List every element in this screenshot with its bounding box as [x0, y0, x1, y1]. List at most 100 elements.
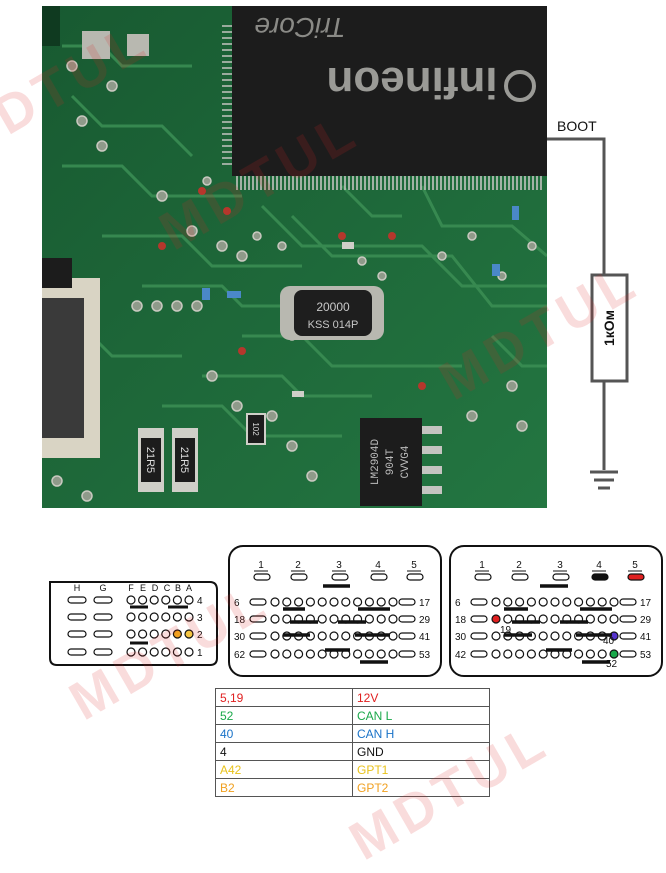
- right-pin: [619, 598, 637, 606]
- small-pin: [161, 612, 171, 622]
- small-pin: [172, 595, 182, 605]
- connector-pin: [305, 649, 315, 659]
- chip-brand-text: infineon: [326, 58, 497, 107]
- connector-pin: [388, 614, 398, 624]
- small-pin-long: [67, 613, 87, 621]
- pin-signal-cell: CAN H: [352, 724, 490, 743]
- left-pin-label: 18: [234, 615, 246, 626]
- connector-pin: [341, 597, 351, 607]
- left-pin: [470, 650, 488, 658]
- crystal-oscillator: 20000 KSS 014P: [280, 286, 384, 340]
- connector-pin: [609, 614, 619, 624]
- small-pin: [184, 595, 194, 605]
- resistor-label: 1кОм: [601, 310, 617, 346]
- top-pin-label: 1: [479, 560, 485, 571]
- top-pin: [253, 573, 271, 581]
- top-pin: [627, 573, 645, 581]
- top-pin: [511, 573, 529, 581]
- small-pin: [138, 595, 148, 605]
- left-pin-label: 30: [455, 632, 467, 643]
- small-pin: [184, 612, 194, 622]
- top-pin: [591, 573, 609, 581]
- smd-caps: [202, 206, 519, 397]
- connector-pin: [573, 597, 584, 607]
- small-col-label: A: [186, 583, 192, 593]
- small-pin: [161, 629, 171, 639]
- small-row-label: 1: [197, 648, 203, 659]
- small-col-label: D: [152, 583, 159, 593]
- smd-resistor-2: 21R5: [172, 428, 198, 492]
- connector-pin: [550, 631, 560, 641]
- right-pin-label: 41: [419, 632, 431, 643]
- resistor-symbol: [590, 273, 629, 383]
- right-pin: [398, 615, 416, 623]
- pin-number-cell: A42: [215, 760, 353, 779]
- top-pin: [290, 573, 308, 581]
- small-pin: [126, 647, 136, 657]
- pcb-photo: infineon TriCore 20000 KSS 014P LM2904D …: [42, 6, 547, 508]
- small-row-label: 3: [197, 613, 203, 624]
- connector-pin: [514, 649, 525, 659]
- right-pin-label: 17: [640, 598, 652, 609]
- connector-pin: [538, 614, 548, 624]
- top-pin-label: 4: [375, 560, 381, 571]
- right-pin-label: 53: [419, 650, 431, 661]
- right-pin: [398, 598, 416, 606]
- top-pin-label: 5: [411, 560, 417, 571]
- connector-pin: [597, 597, 607, 607]
- small-pin-long: [67, 648, 87, 656]
- pin-signal-cell: GPT1: [352, 760, 490, 779]
- left-pin: [470, 632, 488, 640]
- connector-pin: [388, 597, 398, 607]
- connector-pin: [376, 614, 386, 624]
- left-pin: [470, 615, 488, 623]
- marker-label-40: 40: [603, 636, 615, 647]
- connector-pin: [317, 614, 327, 624]
- top-pin: [331, 573, 349, 581]
- left-pin-label: 6: [455, 598, 461, 609]
- pin-number-cell: B2: [215, 778, 353, 797]
- boot-wiring: BOOT 1кОм: [547, 118, 629, 490]
- left-pin-label: 18: [455, 615, 467, 626]
- pcb-vias: [51, 60, 537, 502]
- connector-pin: [491, 631, 501, 641]
- pin-signal-cell: GND: [352, 742, 490, 761]
- top-pin-label: 3: [336, 560, 342, 571]
- connector-pin: [562, 631, 572, 641]
- small-pin: [184, 629, 194, 639]
- small-pin: [161, 595, 171, 605]
- small-pin: [149, 595, 159, 605]
- connector-pin: [538, 649, 548, 659]
- pin-signal-cell: 12V: [352, 688, 490, 707]
- left-pin-label: 42: [455, 650, 467, 661]
- connector-pin: [364, 597, 374, 607]
- pcb-edge: [42, 6, 60, 46]
- pin-signal-cell: GPT2: [352, 778, 490, 797]
- small-pin-long: [67, 630, 87, 638]
- ic-text-line2: 904T: [385, 448, 397, 475]
- marker-label-19: 19: [500, 625, 512, 636]
- connector-pin: [550, 614, 560, 624]
- connector-pin: [364, 614, 374, 624]
- connector-pin: [585, 614, 596, 624]
- connector-pin: [270, 597, 280, 607]
- connector-pin: [329, 631, 339, 641]
- small-pin: [149, 629, 159, 639]
- smd-small-label: 102: [251, 422, 260, 436]
- connector-pin: [317, 597, 327, 607]
- smd-resistor-1: 21R5: [138, 428, 164, 492]
- connector-pin: [609, 597, 619, 607]
- crystal-text-line2: KSS 014P: [308, 319, 359, 331]
- connector-pin: [270, 649, 280, 659]
- right-pin-label: 53: [640, 650, 652, 661]
- right-pin-label: 17: [419, 598, 431, 609]
- top-pin-label: 5: [632, 560, 638, 571]
- pcb-pad: [82, 31, 110, 59]
